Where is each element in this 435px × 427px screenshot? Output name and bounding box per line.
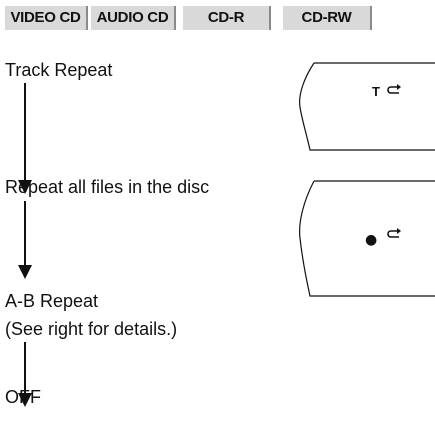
repeat-all-indicator: ●	[365, 232, 377, 248]
step-ab-repeat: A-B Repeat	[5, 291, 99, 311]
tab-cd-rw: CD-RW	[283, 6, 372, 30]
flow-arrows	[18, 83, 32, 407]
tab-cd-r: CD-R	[183, 6, 271, 30]
repeat-icon	[387, 228, 401, 238]
track-indicator: T	[372, 84, 380, 99]
repeat-icon	[387, 84, 401, 94]
step-track-repeat: Track Repeat	[5, 60, 113, 80]
display-track-repeat: T	[296, 60, 435, 154]
tab-audio-cd: AUDIO CD	[91, 6, 176, 30]
tab-video-cd: VIDEO CD	[5, 6, 88, 30]
display-repeat-all: ●	[296, 178, 435, 302]
step-ab-repeat-note: (See right for details.)	[5, 319, 178, 339]
down-arrow-icon	[18, 201, 32, 279]
down-arrow-icon	[18, 342, 32, 407]
down-arrow-icon	[18, 83, 32, 194]
step-repeat-all: Repeat all files in the disc	[5, 177, 210, 197]
